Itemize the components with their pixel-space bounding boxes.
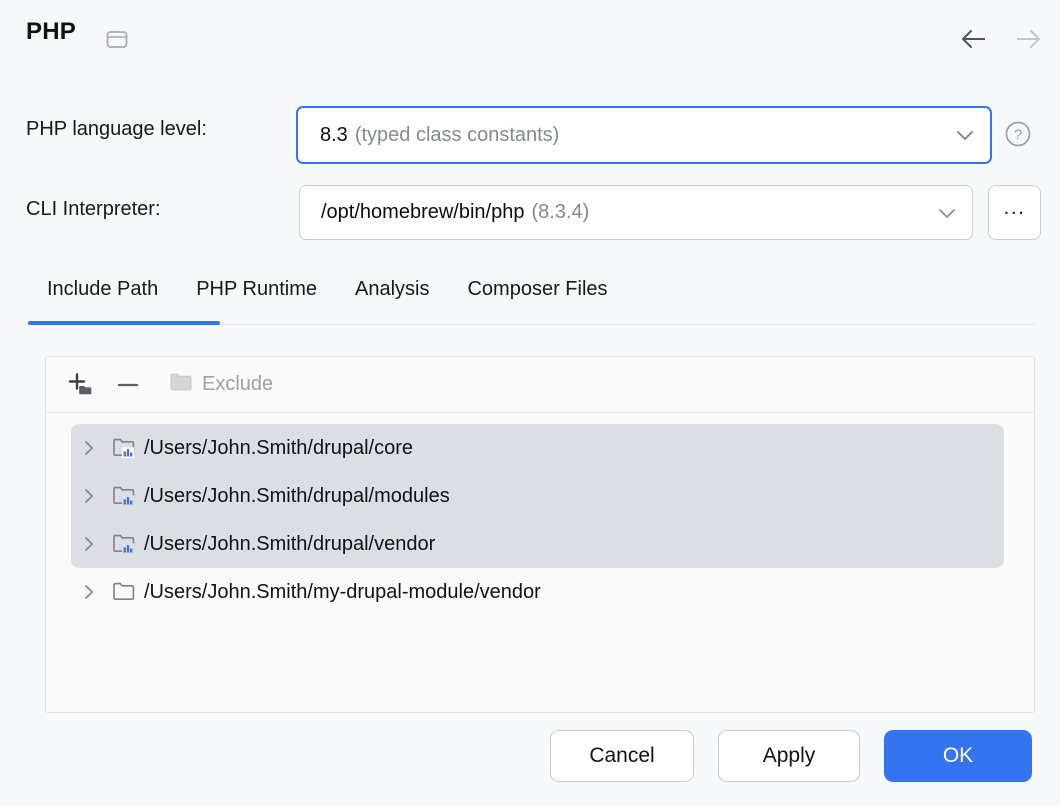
minus-icon[interactable] (111, 368, 145, 402)
ok-button[interactable]: OK (884, 730, 1032, 782)
back-button[interactable] (960, 28, 988, 50)
selection-highlight (71, 424, 1004, 568)
help-circle-icon[interactable]: ? (1004, 120, 1032, 148)
tab-analysis[interactable]: Analysis (355, 278, 430, 300)
folder-icon (169, 371, 193, 398)
php-language-level-value: 8.3 (320, 123, 348, 146)
include-path-toolbar: Exclude (46, 357, 1034, 413)
table-row[interactable]: /Users/John.Smith/drupal/core (46, 424, 1034, 472)
exclude-label: Exclude (202, 373, 274, 395)
cli-interpreter-row: CLI Interpreter: /opt/homebrew/bin/php (… (0, 185, 1060, 240)
settings-tabs: Include Path PHP Runtime Analysis Compos… (0, 270, 1060, 326)
ellipsis-icon: ... (1003, 195, 1026, 219)
svg-text:?: ? (1014, 127, 1022, 144)
chevron-down-icon (936, 202, 958, 224)
include-path-value: /Users/John.Smith/my-drupal-module/vendo… (144, 580, 541, 603)
cli-interpreter-value: /opt/homebrew/bin/php (321, 201, 525, 223)
cli-interpreter-select[interactable]: /opt/homebrew/bin/php (8.3.4) (299, 185, 973, 240)
chevron-right-icon[interactable] (78, 437, 100, 459)
browse-interpreter-button[interactable]: ... (988, 185, 1041, 240)
folder-library-icon (111, 532, 137, 556)
forward-button[interactable] (1014, 28, 1042, 50)
chevron-right-icon[interactable] (78, 533, 100, 555)
table-row[interactable]: /Users/John.Smith/my-drupal-module/vendo… (46, 568, 1034, 616)
exclude-button[interactable]: Exclude (169, 371, 273, 398)
include-path-panel: Exclude (45, 356, 1035, 713)
cli-interpreter-label: CLI Interpreter: (26, 198, 161, 220)
folder-library-icon (111, 484, 137, 508)
folder-icon (111, 580, 137, 604)
chevron-right-icon[interactable] (78, 581, 100, 603)
dialog-header: PHP (0, 0, 1060, 76)
php-language-level-select[interactable]: 8.3 (typed class constants) (296, 106, 992, 164)
table-row[interactable]: /Users/John.Smith/drupal/modules (46, 472, 1034, 520)
tab-active-indicator (28, 321, 220, 325)
add-folder-icon[interactable] (63, 368, 97, 402)
chevron-right-icon[interactable] (78, 485, 100, 507)
tab-php-runtime[interactable]: PHP Runtime (196, 278, 317, 300)
page-title: PHP (26, 18, 76, 45)
dialog-footer: Cancel Apply OK (0, 716, 1060, 806)
window-icon (106, 30, 128, 50)
include-path-value: /Users/John.Smith/drupal/vendor (144, 532, 436, 555)
include-path-list: /Users/John.Smith/drupal/core (46, 413, 1034, 712)
php-language-level-hint: (typed class constants) (354, 123, 560, 146)
table-row[interactable]: /Users/John.Smith/drupal/vendor (46, 520, 1034, 568)
include-path-value: /Users/John.Smith/drupal/core (144, 436, 414, 459)
folder-library-icon (111, 436, 137, 460)
cli-interpreter-version: (8.3.4) (531, 201, 590, 223)
chevron-down-icon (954, 124, 976, 146)
tab-composer-files[interactable]: Composer Files (467, 278, 608, 300)
php-language-level-label: PHP language level: (26, 118, 207, 140)
apply-button[interactable]: Apply (718, 730, 860, 782)
tab-include-path[interactable]: Include Path (47, 278, 159, 300)
cancel-button[interactable]: Cancel (550, 730, 694, 782)
php-language-level-row: PHP language level: 8.3 (typed class con… (0, 106, 1060, 164)
tabs-divider (28, 324, 1035, 325)
navigation-arrows (960, 28, 1042, 50)
include-path-value: /Users/John.Smith/drupal/modules (144, 484, 450, 507)
